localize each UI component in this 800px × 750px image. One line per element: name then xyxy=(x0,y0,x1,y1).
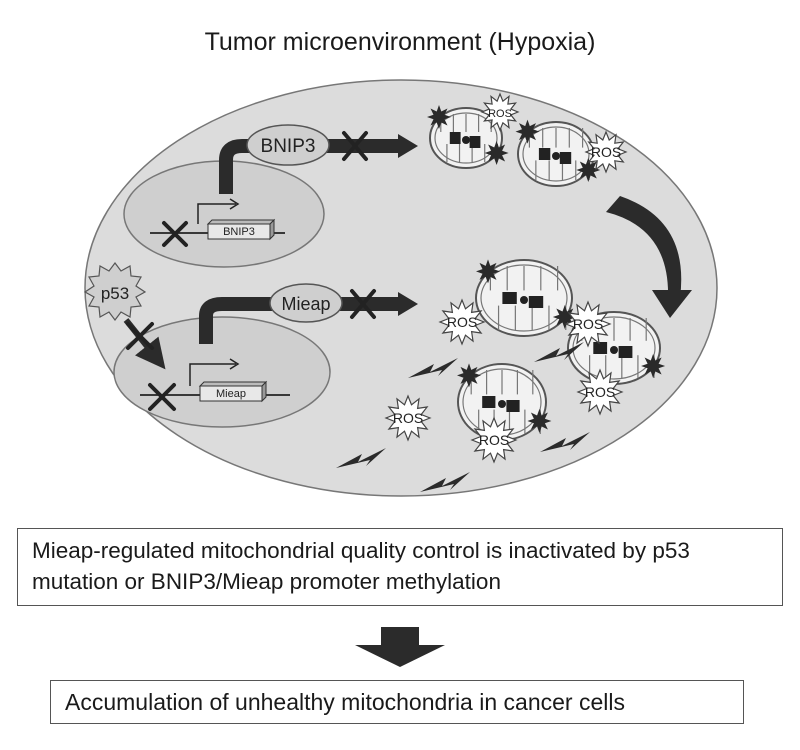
bnip3-protein-oval xyxy=(246,124,330,166)
ros-burst: ROS xyxy=(470,416,518,464)
ros-label: ROS xyxy=(573,316,603,332)
mitochondrion xyxy=(515,119,601,187)
lightning-bolt xyxy=(336,448,386,468)
lightning-bolt xyxy=(420,472,470,492)
ros-burst: ROS xyxy=(438,298,486,346)
ros-burst: ROS xyxy=(576,368,624,416)
conclusion-box: Accumulation of unhealthy mitochondria i… xyxy=(50,680,744,724)
x-mark-bnip3-promoter xyxy=(162,221,188,247)
damage-blob xyxy=(576,158,601,182)
mieap-protein-label: Mieap xyxy=(281,294,330,314)
damage-blob xyxy=(641,354,666,378)
p53-burst xyxy=(83,262,147,321)
ros-label: ROS xyxy=(585,384,615,400)
mieap-gene-label: Mieap xyxy=(216,388,246,400)
lightning-bolt xyxy=(540,432,590,452)
damage-blob xyxy=(484,141,509,165)
hypoxia-diagram: BNIP3 BNIP3 Mieap Mieap xyxy=(83,79,718,497)
mitochondrion xyxy=(427,105,509,169)
x-mark-bnip3-arrow xyxy=(342,131,368,161)
mieap-gene: Mieap xyxy=(140,358,290,411)
p53-label: p53 xyxy=(101,284,129,303)
x-mark-mieap-arrow xyxy=(350,289,376,319)
curved-arrow xyxy=(606,196,682,298)
bnip3-gene-label: BNIP3 xyxy=(223,226,255,238)
ros-label: ROS xyxy=(488,108,512,120)
damage-blob xyxy=(515,119,540,144)
damage-blob xyxy=(457,363,481,388)
ros-label: ROS xyxy=(479,432,509,448)
x-mark-p53-arrow xyxy=(126,322,154,350)
nucleus-mieap xyxy=(113,316,331,428)
damage-blob xyxy=(427,105,451,129)
mieap-export-arrow xyxy=(199,297,400,344)
mieap-protein-oval xyxy=(269,283,343,323)
ros-burst: ROS xyxy=(564,300,612,348)
ros-label: ROS xyxy=(447,314,477,330)
ros-label: ROS xyxy=(591,144,621,160)
damage-blob xyxy=(476,259,500,284)
down-arrow xyxy=(355,627,445,667)
summary-box: Mieap-regulated mitochondrial quality co… xyxy=(17,528,783,606)
ros-burst: ROS xyxy=(384,394,432,442)
diagram-title: Tumor microenvironment (Hypoxia) xyxy=(204,28,596,56)
mitochondrion xyxy=(475,259,577,337)
lightning-bolt xyxy=(408,358,458,378)
ros-label: ROS xyxy=(393,410,423,426)
damage-blob xyxy=(527,409,552,433)
lightning-bolt xyxy=(534,342,584,362)
ros-burst: ROS xyxy=(584,130,628,174)
bnip3-protein-label: BNIP3 xyxy=(261,136,316,157)
x-mark-mieap-promoter xyxy=(148,383,176,411)
ros-burst: ROS xyxy=(480,92,520,132)
bnip3-gene: BNIP3 xyxy=(150,198,285,247)
bnip3-export-arrow xyxy=(219,139,400,194)
